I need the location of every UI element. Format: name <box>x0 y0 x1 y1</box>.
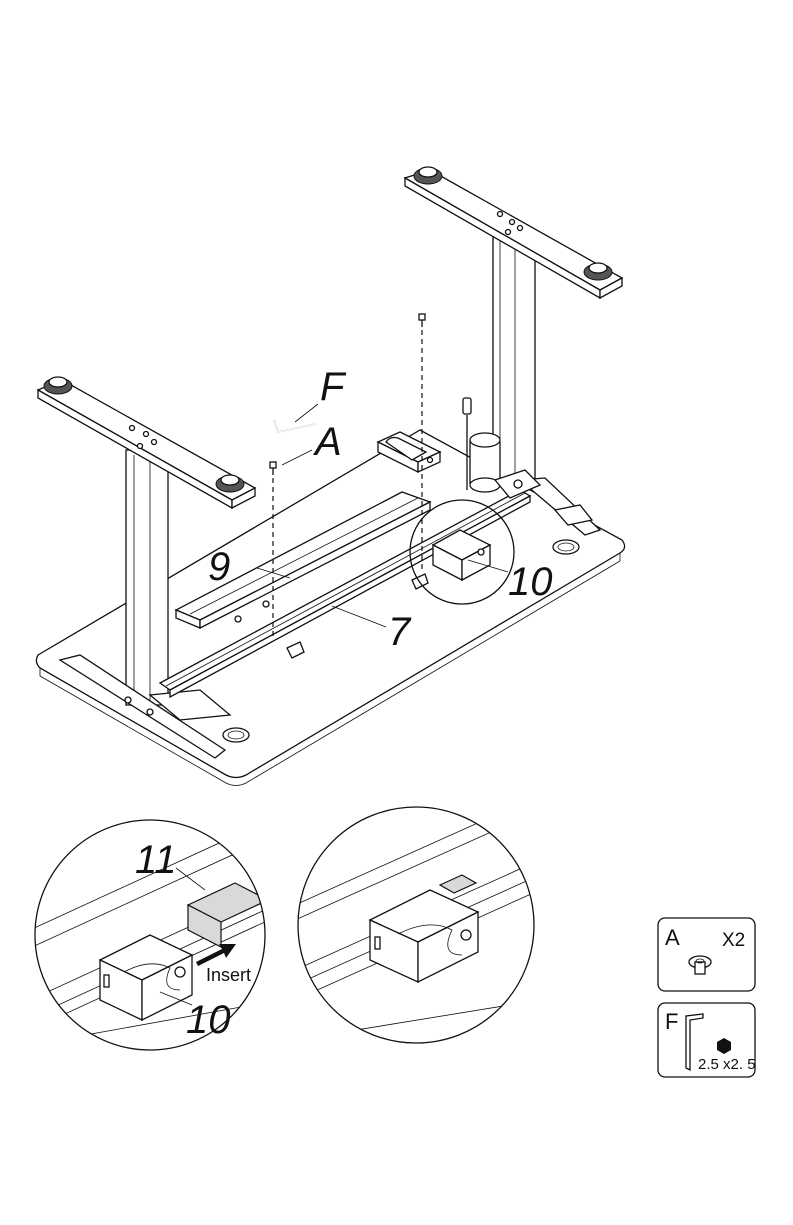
part-f-letter: F <box>665 1009 678 1034</box>
callout-7: 7 <box>388 610 412 654</box>
callout-10: 10 <box>508 560 553 604</box>
callout-11: 11 <box>135 838 177 882</box>
insert-arrow <box>196 944 236 966</box>
part-a-qty: X2 <box>722 930 745 951</box>
callout-f: F <box>320 365 347 409</box>
hex-icon <box>717 1038 731 1054</box>
callout-a: A <box>313 420 342 464</box>
grommet-hole-back <box>553 540 579 554</box>
detail-after <box>295 795 540 1043</box>
part-a-letter: A <box>665 925 680 950</box>
insert-label: Insert <box>206 965 251 985</box>
callout-10-detail: 10 <box>186 998 231 1042</box>
part-f-size: 2.5 x2. 5 <box>698 1056 756 1073</box>
right-leg <box>405 167 622 485</box>
callout-9: 9 <box>208 545 230 589</box>
grommet-hole-front <box>223 728 249 742</box>
